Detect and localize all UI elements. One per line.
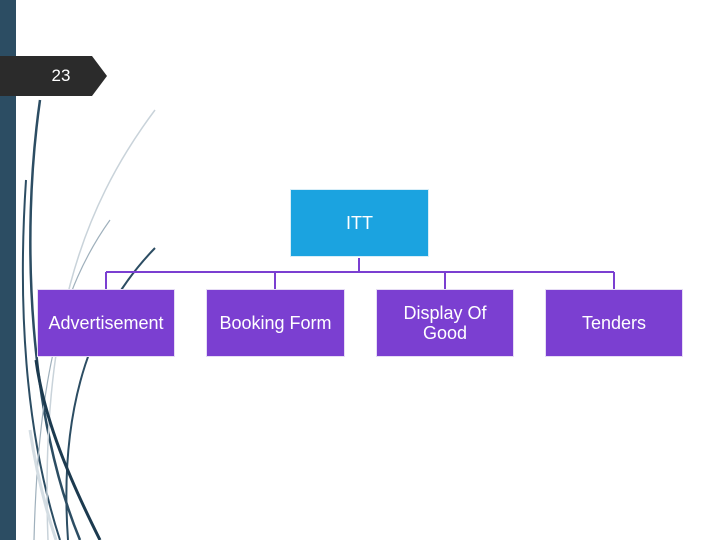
org-chart-child-node: Advertisement: [37, 289, 175, 357]
root-node-label: ITT: [346, 213, 373, 233]
org-chart-child-node: Booking Form: [206, 289, 345, 357]
child-node-label: Advertisement: [48, 313, 164, 333]
left-accent-bar: [0, 0, 16, 540]
slide-number-tab: 23: [0, 56, 107, 96]
org-chart-child-node: Tenders: [545, 289, 683, 357]
child-node-label: Display Of Good: [403, 303, 487, 343]
slide-number: 23: [51, 66, 71, 85]
org-chart-child-node: Display Of Good: [376, 289, 514, 357]
child-node-label: Booking Form: [219, 313, 332, 333]
org-chart-root-node: ITT: [290, 189, 429, 257]
child-node-label: Tenders: [581, 313, 647, 333]
